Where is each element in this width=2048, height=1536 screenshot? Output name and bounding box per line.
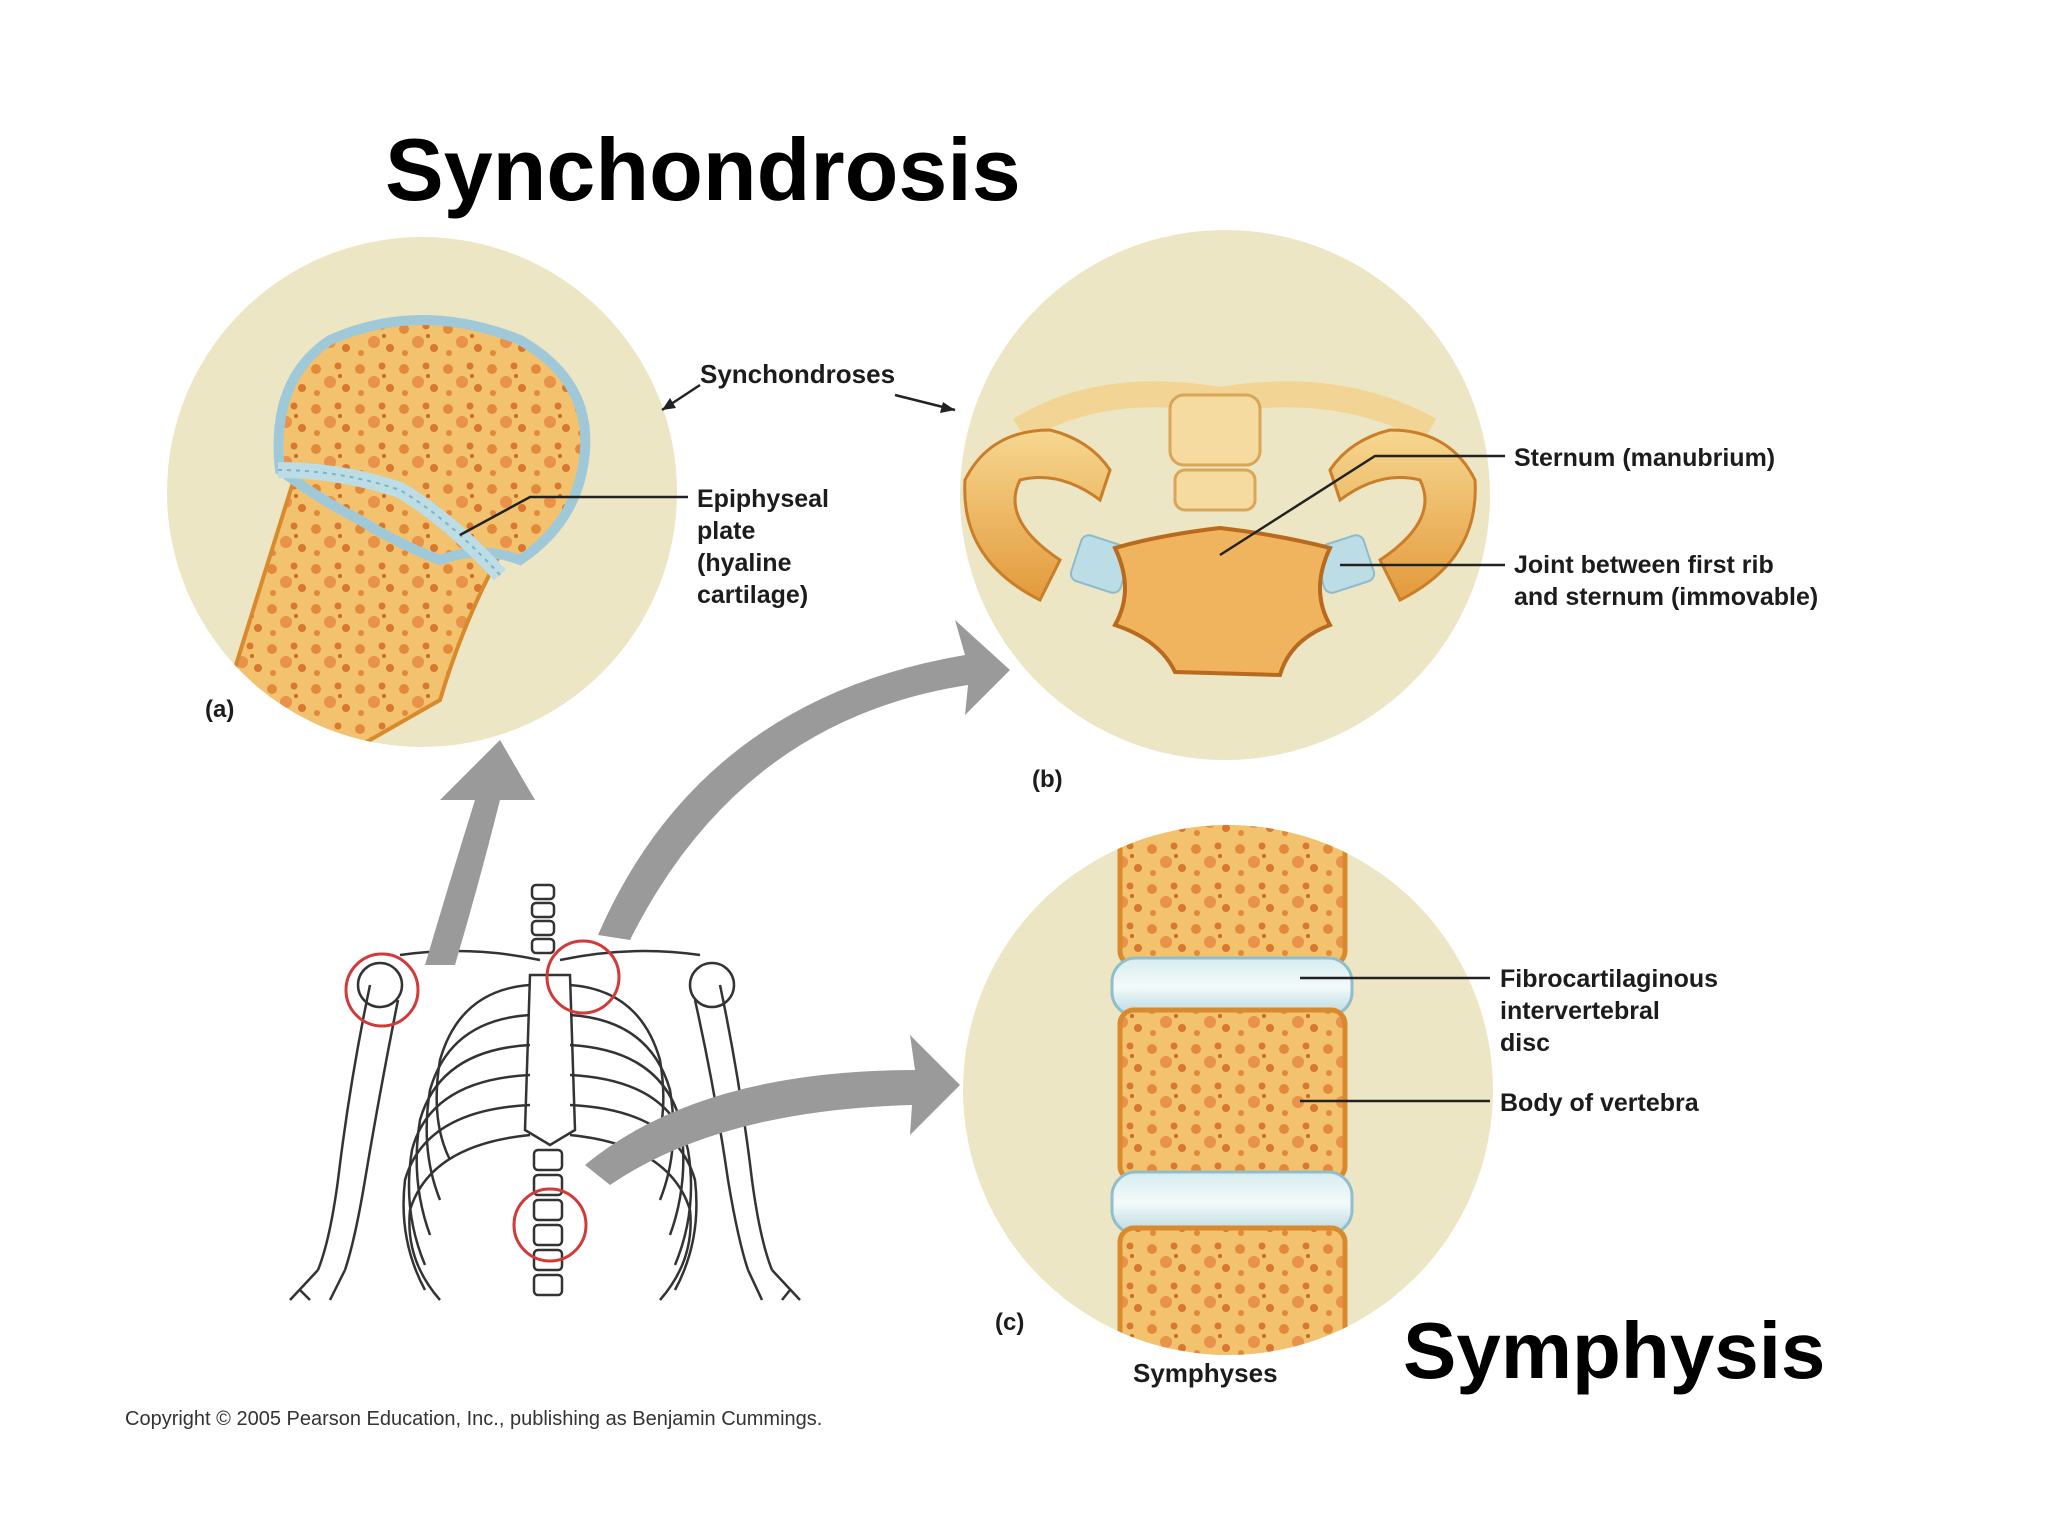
leader-sternum: [1219, 454, 1505, 557]
vertebra-lower: [1173, 468, 1257, 512]
rib-left: [408, 1133, 531, 1301]
label-symphyses: Symphyses: [1133, 1358, 1278, 1388]
vertebra-top: [1168, 393, 1262, 467]
highlight-ring-spine: [512, 1187, 588, 1263]
sternum-outline: [523, 973, 577, 1147]
manubrium: [1112, 525, 1333, 678]
spine-segment: [530, 883, 556, 901]
intervertebral-disc-lower: [1110, 1170, 1354, 1236]
skeleton-torso: [289, 883, 801, 1301]
rib-left: [407, 1073, 531, 1266]
highlight-ring-shoulder: [344, 952, 420, 1028]
first-rib-right: [1328, 428, 1477, 603]
label-joint-first-rib: Joint between first rib and sternum (imm…: [1514, 551, 1818, 611]
copyright-notice: Copyright © 2005 Pearson Education, Inc.…: [125, 1408, 822, 1430]
humerus-left-inner: [343, 999, 400, 1271]
label-synchondroses: Synchondroses: [700, 359, 895, 389]
clavicle-right: [559, 949, 701, 962]
humerus-head: [273, 315, 591, 566]
spine-segment: [532, 1223, 564, 1247]
vertebra-body-upper: [1117, 825, 1348, 968]
spine-segment: [532, 1173, 564, 1197]
clavicle-left: [399, 949, 541, 962]
panel-a-epiphyseal-plate: (a): [167, 237, 677, 747]
arrow-to-panel-a: [425, 740, 535, 965]
panel-c-letter: (c): [995, 1309, 1024, 1336]
humerus-left-outer: [316, 984, 372, 1271]
label-fibrocartilaginous-disc: Fibrocartilaginous intervertebral disc: [1500, 965, 1725, 1057]
hand-left: [289, 1269, 347, 1301]
panel-a-letter: (a): [205, 696, 234, 723]
rib-right: [569, 1073, 693, 1266]
intervertebral-disc-upper: [1110, 956, 1354, 1018]
arrow-to-panel-b: [598, 620, 1010, 940]
rib-left: [435, 983, 531, 1161]
arrowhead-synchondroses-left: [662, 398, 676, 410]
spine-segment: [530, 901, 556, 919]
panel-b-sternum: (b): [960, 230, 1490, 793]
panel-b-letter: (b): [1032, 766, 1063, 793]
leader-lines: [459, 383, 1505, 1103]
rib-right: [569, 1103, 698, 1291]
first-rib-left: [963, 428, 1112, 603]
shoulder-head-right: [688, 961, 736, 1009]
title-symphysis: Symphysis: [1403, 1306, 1825, 1395]
vertebra-body-lower: [1117, 1225, 1348, 1355]
spine-segment: [532, 1273, 564, 1297]
shoulder-head-left: [356, 961, 404, 1009]
arrowhead-synchondroses-right: [940, 402, 955, 413]
rib-left: [402, 1103, 531, 1291]
highlight-ring-sternum: [545, 939, 621, 1015]
hand-right: [746, 1269, 801, 1301]
arrow-to-panel-c: [585, 1035, 960, 1185]
vertebra-body-middle: [1117, 1007, 1348, 1183]
spine-segment: [530, 919, 556, 937]
spine-segment: [532, 1198, 564, 1222]
label-body-of-vertebra: Body of vertebra: [1500, 1089, 1700, 1117]
connector-arrows: [425, 620, 1010, 1185]
title-synchondrosis: Synchondrosis: [385, 120, 1021, 219]
humerus-right-inner: [693, 999, 750, 1271]
label-sternum-manubrium: Sternum (manubrium): [1514, 444, 1775, 472]
spine-segment: [530, 937, 556, 955]
rib-right: [569, 1013, 675, 1201]
epiphyseal-plate-texture: [277, 469, 501, 576]
label-epiphyseal-plate: Epiphyseal plate (hyaline cartilage): [697, 485, 836, 609]
rib-left: [425, 1013, 531, 1201]
rib-left: [415, 1043, 531, 1236]
spine-segment: [532, 1148, 564, 1172]
humerus-right-outer: [718, 984, 774, 1271]
leader-epiphyseal: [459, 495, 688, 537]
panel-c-vertebrae: (c): [963, 825, 1493, 1355]
